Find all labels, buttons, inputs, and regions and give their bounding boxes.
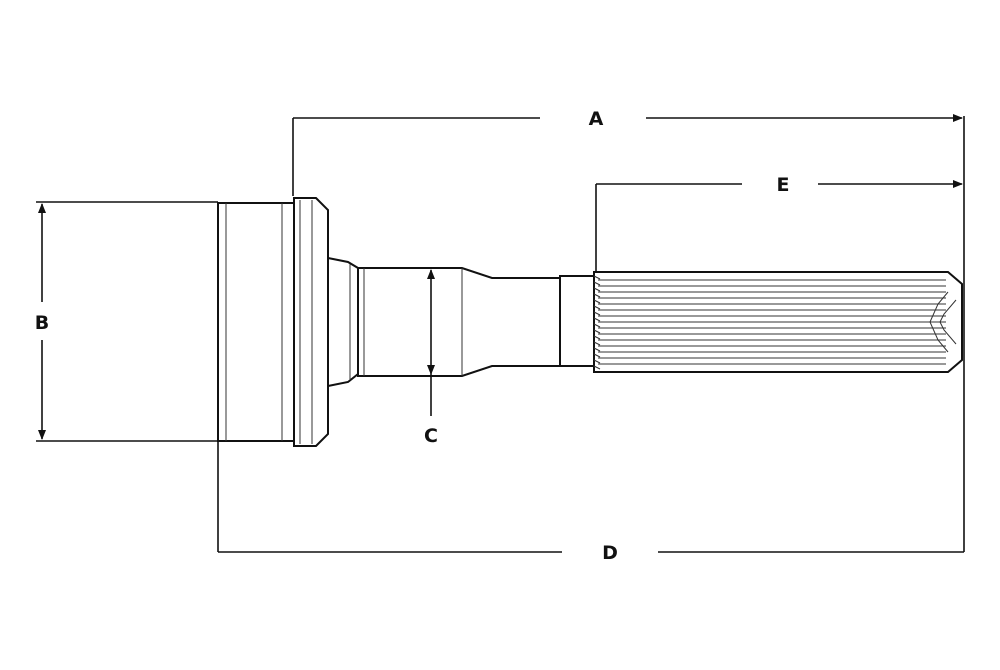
spline-end-chamfer	[929, 291, 949, 353]
spline-collar	[559, 275, 595, 367]
shaft-section	[357, 267, 561, 377]
dimension-label-b: B	[35, 312, 49, 334]
neck-step	[327, 256, 359, 388]
spline-grooves	[593, 275, 946, 370]
dimension-label-a: A	[589, 108, 604, 130]
housing-cup	[217, 202, 295, 442]
dimension-e: E	[595, 174, 963, 272]
dimension-c: C	[424, 269, 438, 447]
shaft-body	[217, 197, 963, 447]
dimension-label-d: D	[602, 542, 618, 564]
dimension-label-e: E	[777, 174, 790, 196]
dimension-label-c: C	[424, 425, 438, 447]
dimension-d: D	[217, 441, 964, 564]
dimension-b: B	[35, 201, 218, 442]
flange	[293, 197, 329, 447]
dimension-a: A	[292, 108, 965, 552]
